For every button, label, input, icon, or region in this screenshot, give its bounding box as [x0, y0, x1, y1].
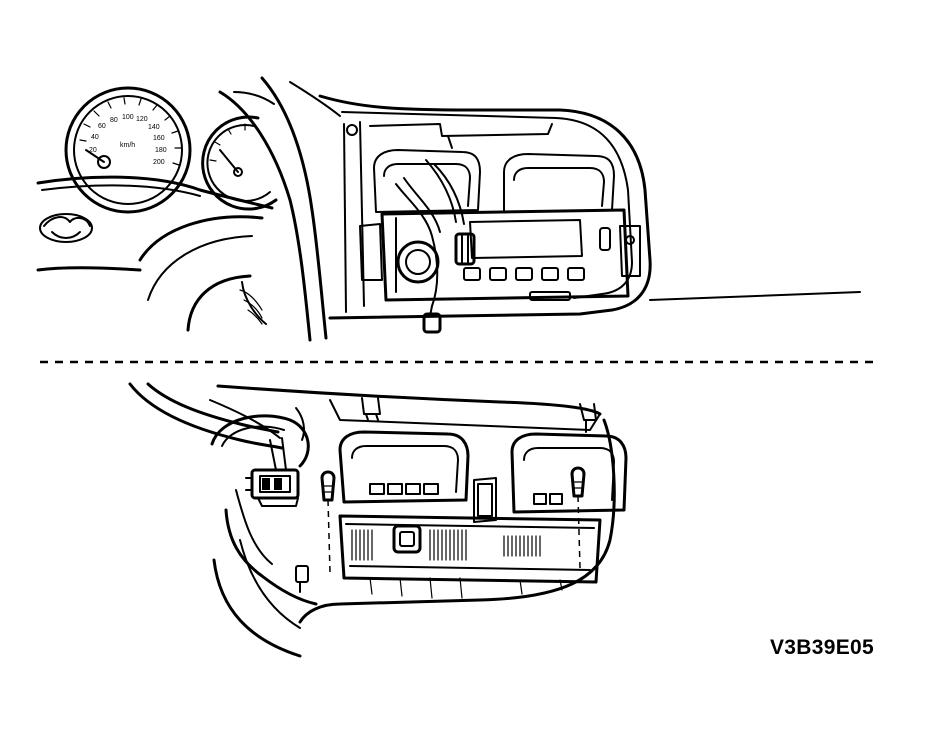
retaining-clips	[361, 397, 597, 433]
heater-control-unit	[359, 208, 641, 302]
gauge-mark-40: 40	[91, 134, 99, 141]
speedometer-gauge: 80 100 120 140 60 40 20 160 180 200 km/h	[64, 86, 192, 214]
lower-clip	[295, 565, 309, 593]
mounting-screw-left	[320, 470, 336, 573]
gauge-mark-120: 120	[136, 116, 148, 123]
center-console-bezel	[318, 94, 652, 320]
gauge-mark-20: 20	[89, 147, 97, 154]
gauge-mark-200: 200	[153, 159, 165, 166]
gauge-mark-80: 80	[110, 117, 118, 124]
heater-control-unit-body	[338, 514, 602, 599]
gauge-mark-60: 60	[98, 123, 106, 130]
center-air-vents	[373, 149, 615, 213]
gauge-mark-180: 180	[155, 147, 167, 154]
left-air-vent-housing	[338, 430, 470, 504]
right-air-vent-housing	[510, 432, 628, 514]
wiring-harness-connector	[395, 159, 476, 334]
mounting-screw-right	[570, 466, 586, 569]
tachometer-gauge	[201, 115, 278, 211]
gauge-mark-160: 160	[153, 135, 165, 142]
left-harness-connector	[245, 437, 300, 507]
steering-wheel-rim	[138, 215, 264, 262]
gauge-mark-140: 140	[148, 124, 160, 131]
center-mounting-bracket	[473, 477, 497, 523]
steering-wheel-emblem	[39, 213, 93, 243]
gauge-unit-label: km/h	[120, 142, 135, 149]
bottom-panel	[128, 382, 628, 658]
windshield-pillar-trim	[218, 90, 312, 342]
steering-column-boss	[210, 407, 310, 468]
gauge-mark-100: 100	[122, 114, 134, 121]
figure-code-label: V3B39E05	[770, 636, 874, 659]
top-panel: 80 100 120 140 60 40 20 160 180 200 km/h	[36, 76, 861, 342]
dashboard-lower-line	[649, 291, 861, 301]
dashboard-upper-edge	[36, 175, 274, 210]
